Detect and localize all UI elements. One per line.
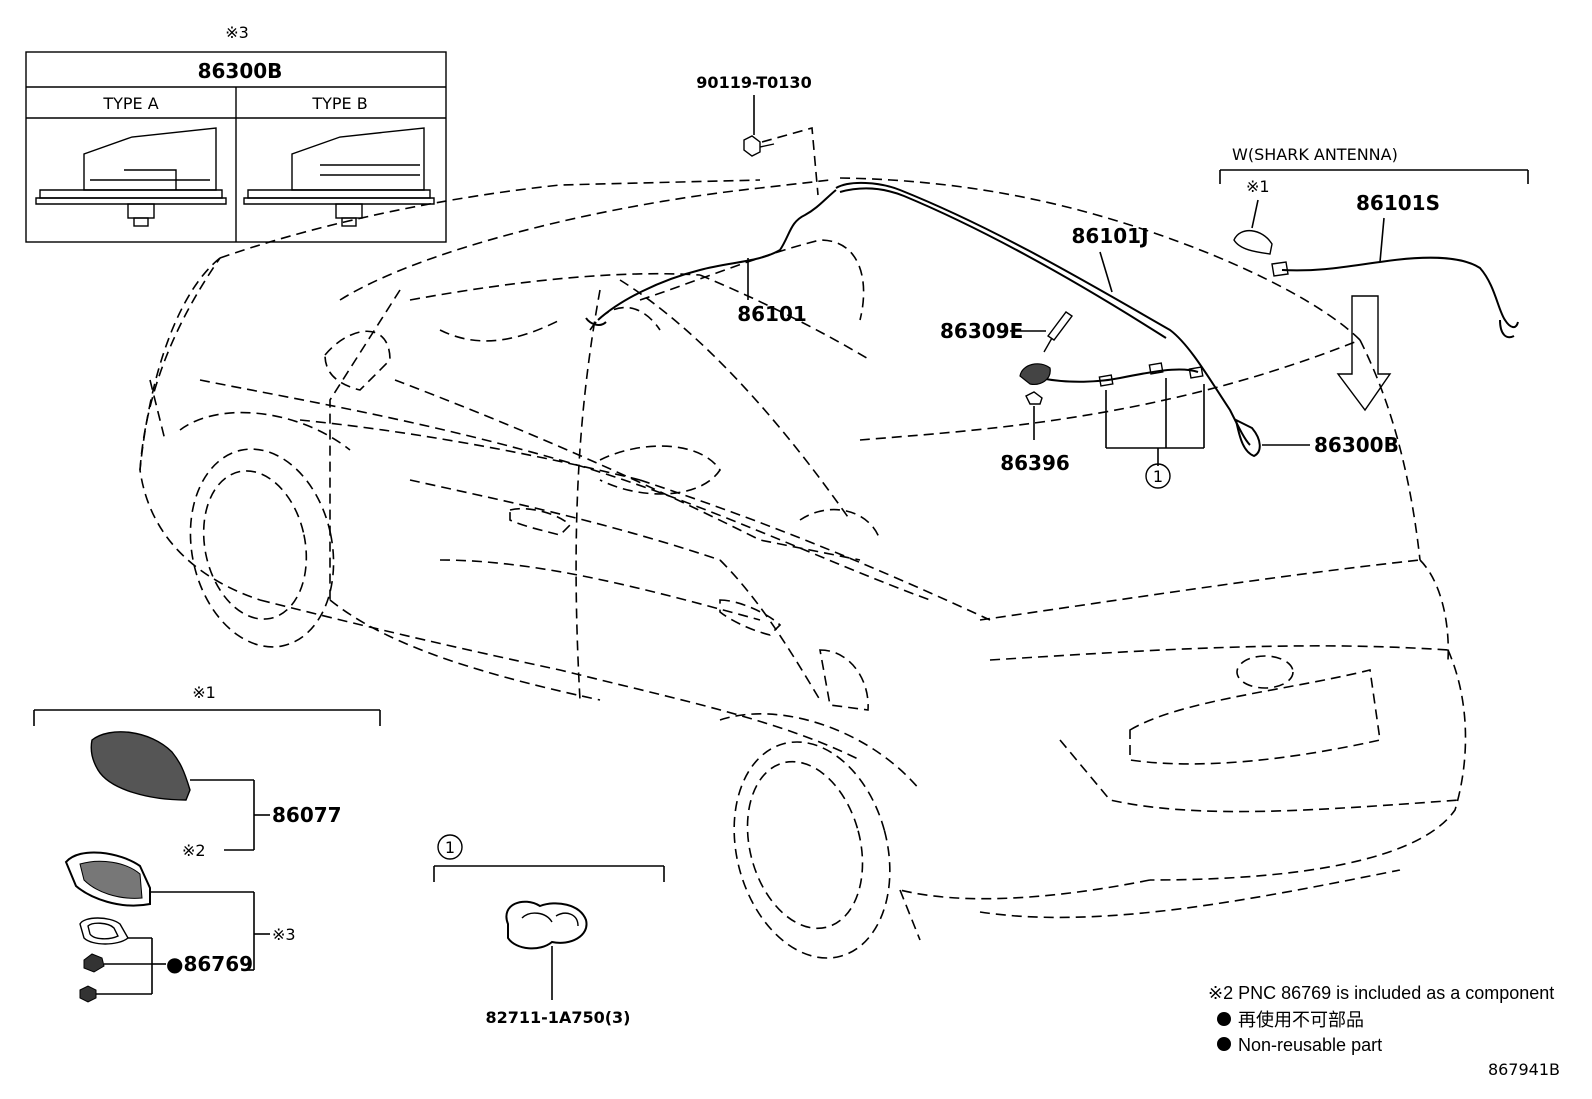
amplifier-part-number: 86300B <box>1314 433 1399 457</box>
cord-86101-label: 86101 <box>737 302 807 326</box>
type-a-label: TYPE A <box>102 94 158 113</box>
assembly-note-mark: ※3 <box>272 925 296 944</box>
legend-nonreusable-jp: 再使用不可部品 <box>1238 1010 1364 1030</box>
antenna-cord-86101-line <box>585 189 837 326</box>
shark-part-number: 86101S <box>1356 191 1440 215</box>
diagram-id: 867941B <box>1488 1060 1560 1079</box>
legend-note-2: ※2 PNC 86769 is included as a component <box>1208 983 1554 1003</box>
bolt-part-number: 90119-T0130 <box>696 73 811 92</box>
cord-86101j-label: 86101J <box>1071 224 1148 248</box>
cover-part-number: 86077 <box>272 803 342 827</box>
clip-group-callout: 1 <box>1105 378 1205 489</box>
inset-part-number: 86300B <box>198 59 283 83</box>
clip-82711-group: 1 82711-1A750(3) <box>433 834 665 1027</box>
base-part-number: 86396 <box>1000 451 1070 475</box>
pole-part-number: 86309E <box>940 319 1023 343</box>
amplifier-type-a-drawing <box>35 127 227 227</box>
legend-nonreusable-en: Non-reusable part <box>1238 1035 1382 1055</box>
vehicle-outline <box>139 177 1467 959</box>
cover-note-mark: ※2 <box>182 841 206 860</box>
inset-86300b-box: ※3 86300B TYPE A TYPE B <box>25 23 447 243</box>
shark-note-mark: ※1 <box>1246 177 1270 196</box>
antenna-cord-86101j-line <box>835 181 1251 446</box>
bolt-90119-t0130: 90119-T0130 <box>696 73 819 196</box>
clip-detail-mark: 1 <box>445 838 455 857</box>
gasket-part-number: ●86769 <box>166 952 253 976</box>
legend: ※2 PNC 86769 is included as a component … <box>1208 983 1560 1079</box>
shark-cover-shape <box>90 731 191 801</box>
shark-antenna-group: W(SHARK ANTENNA) ※1 86101S <box>1219 145 1529 412</box>
amplifier-86300b: 86300B <box>1234 418 1399 458</box>
clip-group-mark: 1 <box>1153 467 1163 486</box>
bullet-icon <box>1217 1012 1231 1026</box>
clip-part-number: 82711-1A750(3) <box>486 1008 631 1027</box>
inset-note-mark: ※3 <box>225 23 249 42</box>
amplifier-type-b-drawing <box>243 127 435 227</box>
antenna-base-86396: 86396 <box>1000 363 1070 475</box>
type-b-label: TYPE B <box>311 94 367 113</box>
shark-header: W(SHARK ANTENNA) <box>1232 145 1398 164</box>
bullet-icon <box>1217 1037 1231 1051</box>
antenna-pole-86309e: 86309E <box>940 311 1074 353</box>
roof-antenna-base-cable <box>1039 362 1204 387</box>
cover-group-note-mark: ※1 <box>192 683 216 702</box>
shark-cover-group: ※1 86077 ※2 ※3 ●86769 <box>33 683 381 1003</box>
